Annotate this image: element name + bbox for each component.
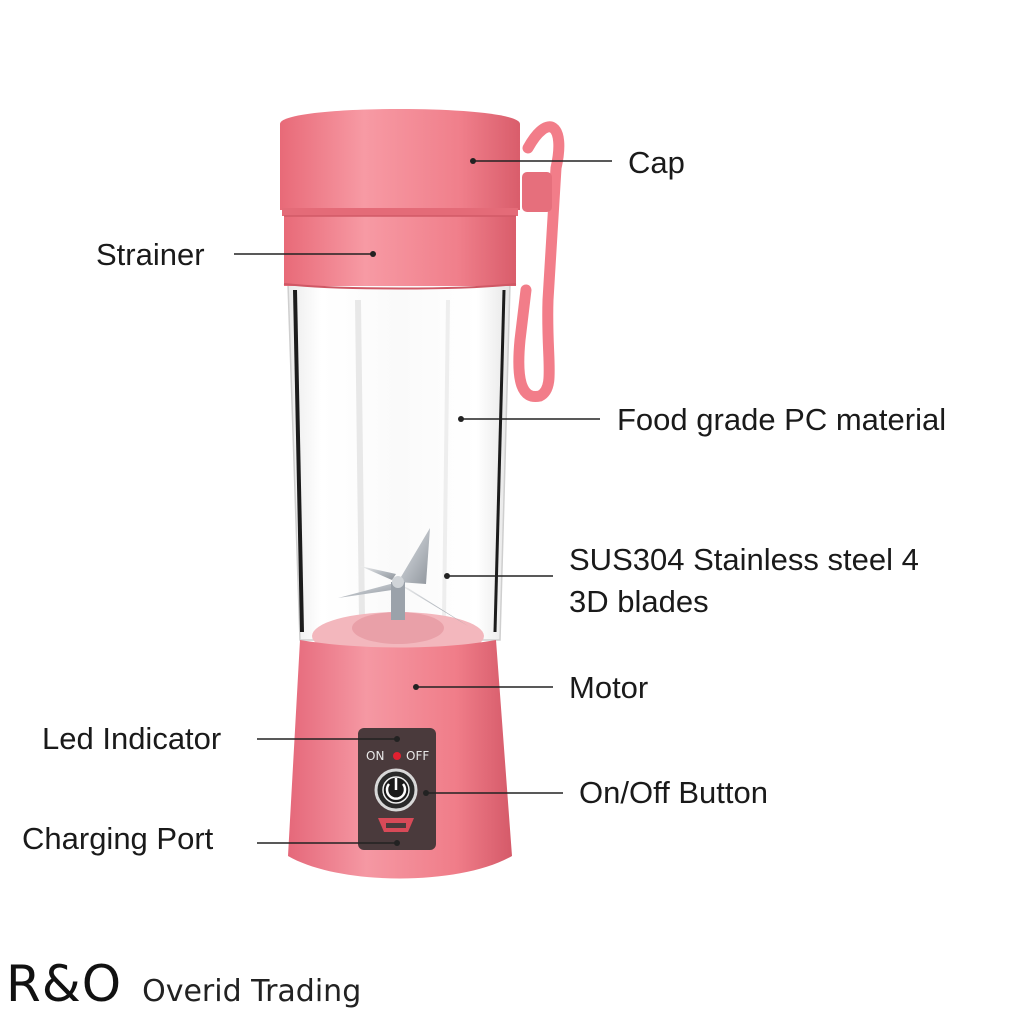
callout-led: Led Indicator xyxy=(42,721,400,756)
label-material: Food grade PC material xyxy=(617,402,946,437)
panel-off-label: OFF xyxy=(406,749,429,763)
label-strainer: Strainer xyxy=(96,237,205,272)
usb-port-icon[interactable] xyxy=(378,818,414,832)
label-blades-line2: 3D blades xyxy=(569,584,709,619)
callout-cap: Cap xyxy=(470,145,685,180)
callout-material: Food grade PC material xyxy=(458,402,946,437)
callout-motor: Motor xyxy=(413,670,648,705)
power-icon[interactable] xyxy=(374,768,418,812)
label-port: Charging Port xyxy=(22,821,214,856)
callout-port: Charging Port xyxy=(22,821,400,856)
carry-strap xyxy=(513,121,565,402)
blade-assembly xyxy=(312,528,484,660)
control-panel: ON OFF xyxy=(358,728,436,850)
panel-on-label: ON xyxy=(366,749,384,763)
callout-strainer: Strainer xyxy=(96,237,376,272)
label-button: On/Off Button xyxy=(579,775,768,810)
brand-name: Overid Trading xyxy=(142,974,362,1009)
label-blades-line1: SUS304 Stainless steel 4 xyxy=(569,542,919,577)
brand-footer: R&O Overid Trading xyxy=(6,955,361,1025)
brand-logo: R&O xyxy=(6,955,123,1013)
callout-blades: SUS304 Stainless steel 4 3D blades xyxy=(444,542,919,619)
callout-button: On/Off Button xyxy=(423,775,768,810)
cap-part xyxy=(280,109,520,290)
led-light xyxy=(393,752,401,760)
label-cap: Cap xyxy=(628,145,685,180)
cup-body xyxy=(287,283,511,641)
label-led: Led Indicator xyxy=(42,721,221,756)
label-motor: Motor xyxy=(569,670,648,705)
